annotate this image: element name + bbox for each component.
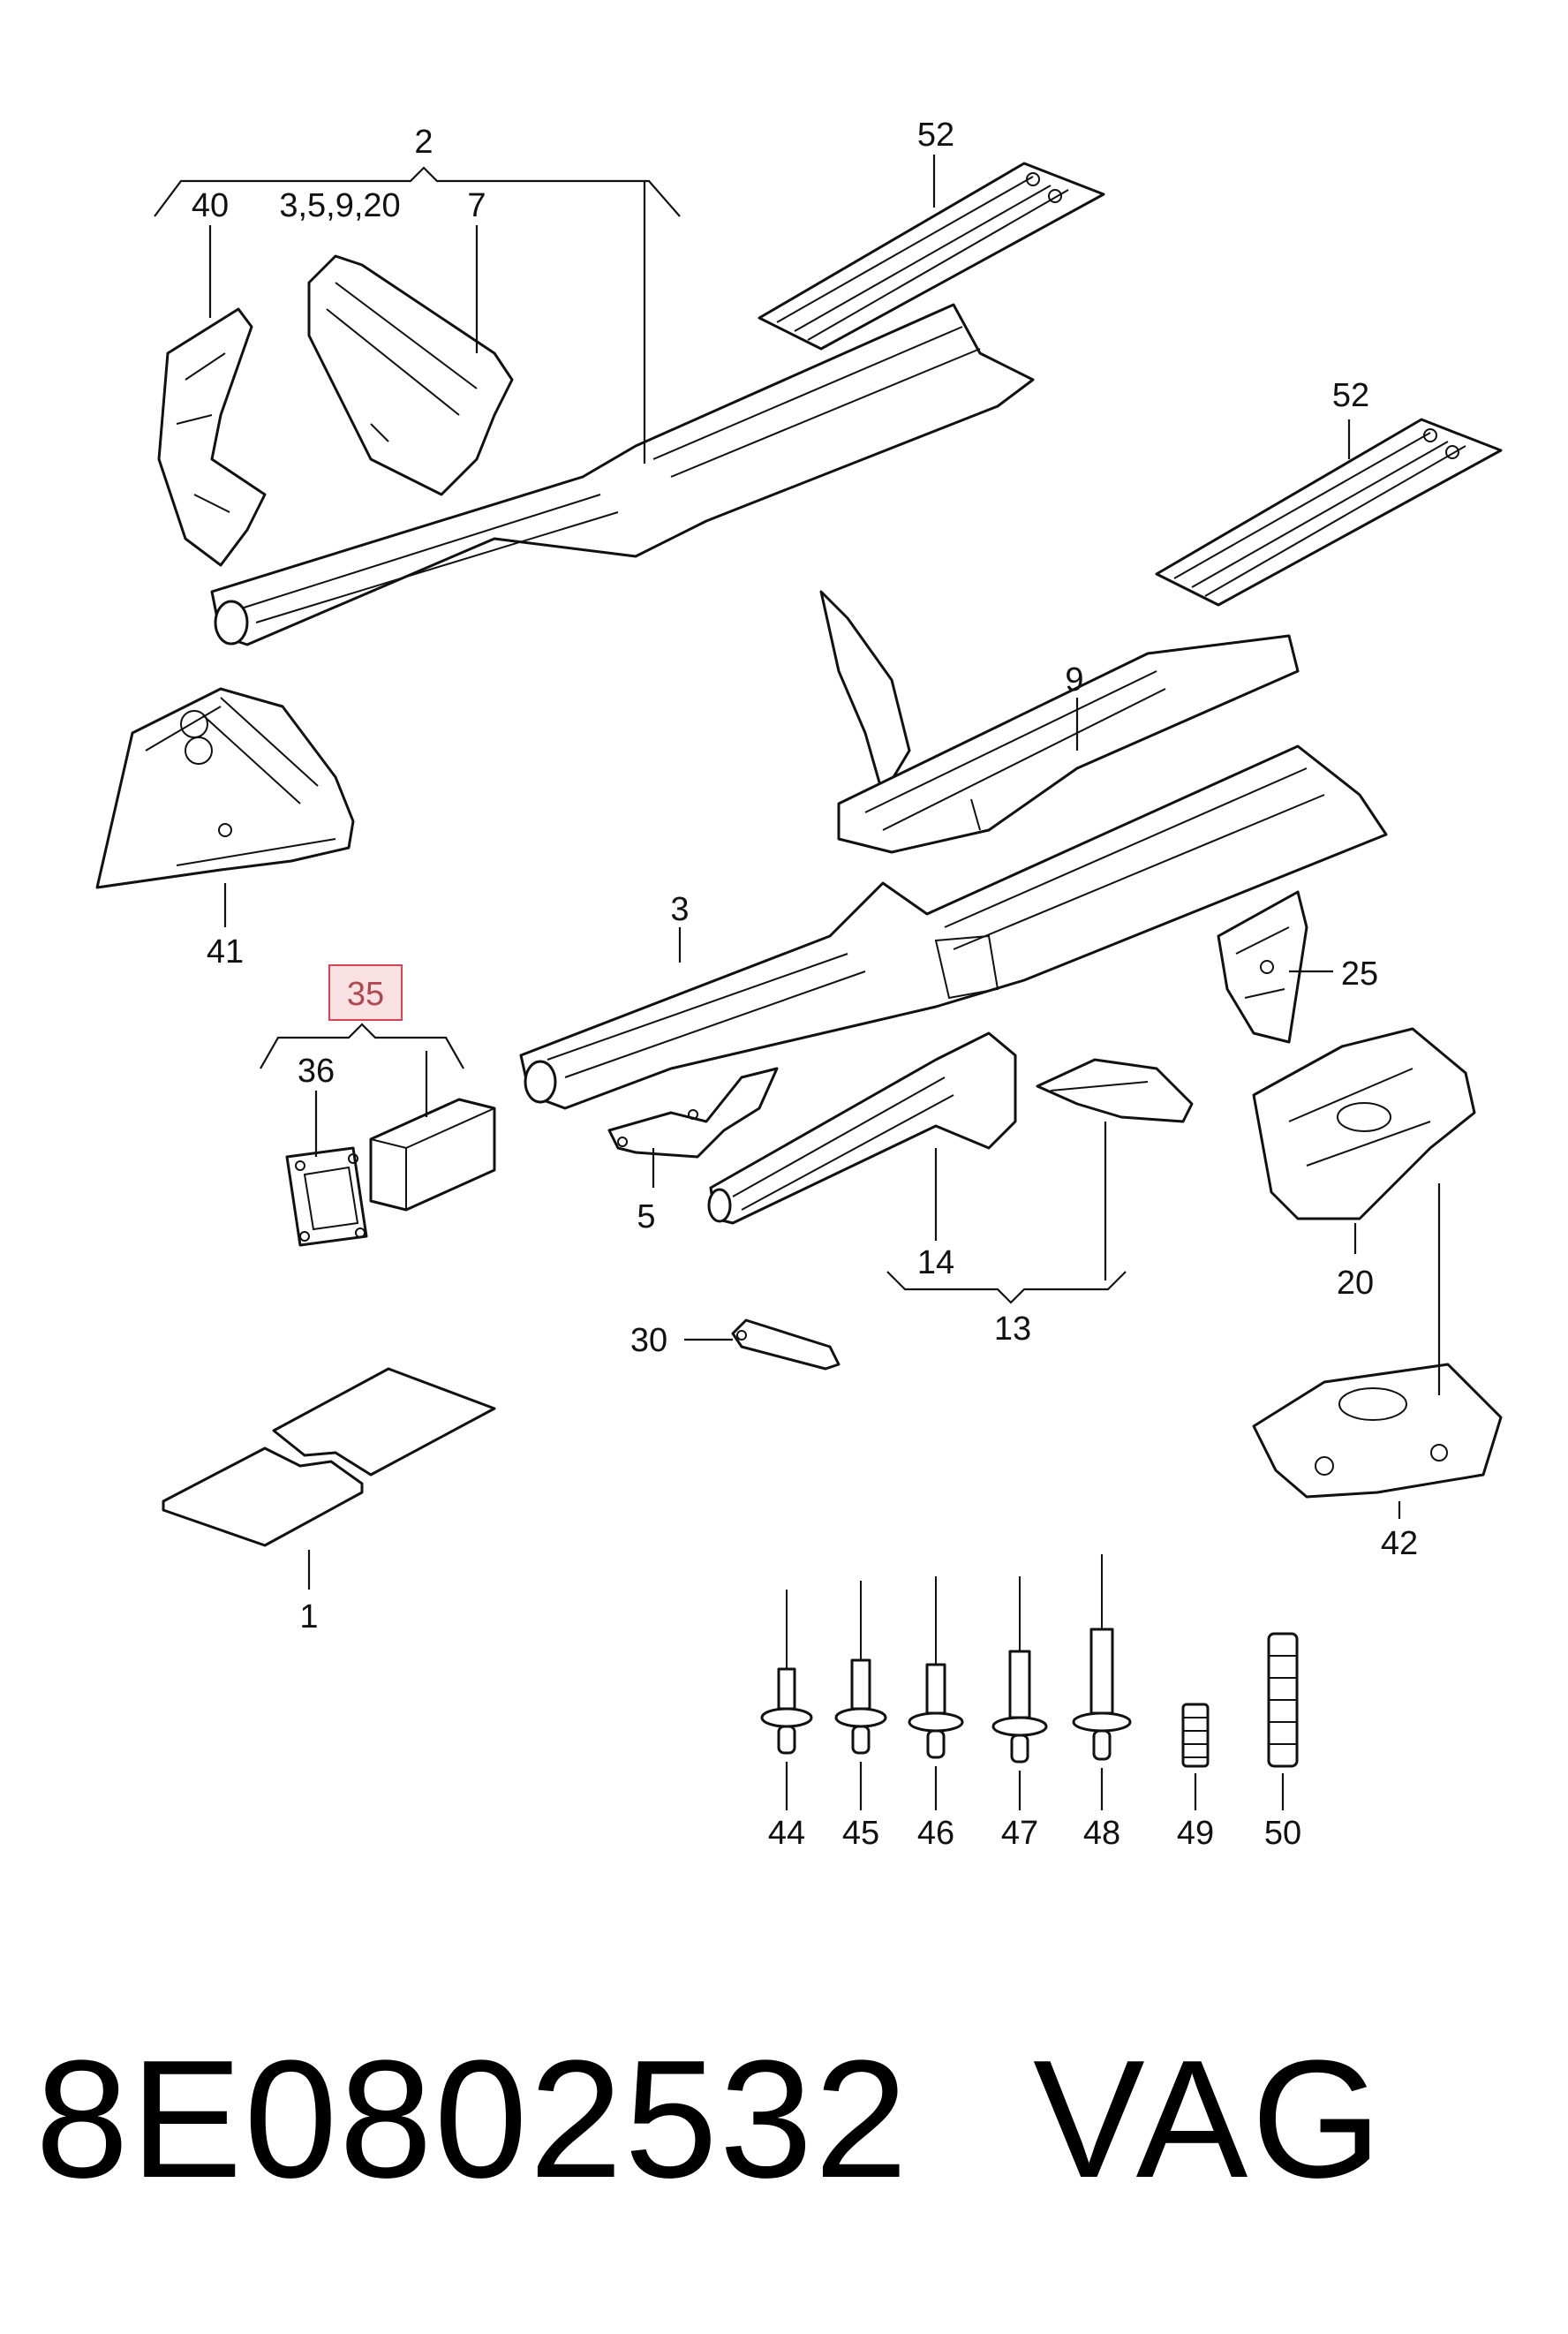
part-30-strap (731, 1318, 841, 1371)
callout-9: 9 (1065, 661, 1083, 699)
part-9-rail (819, 590, 1300, 854)
callout-20: 20 (1337, 1265, 1374, 1302)
rivet-45 (834, 1581, 887, 1755)
part-1-mats (162, 1367, 496, 1547)
rivet-46 (908, 1576, 964, 1759)
part-5-bracket (607, 1067, 779, 1159)
callout-47: 47 (1001, 1815, 1038, 1852)
brand-name: VAG (1033, 2026, 1386, 2213)
callout-36: 36 (298, 1053, 335, 1090)
part-35-box (369, 1098, 496, 1212)
part-number: 8E0802532 (35, 2026, 910, 2213)
stud-50 (1267, 1632, 1299, 1768)
callouts: 2 40 3,5,9,20 7 52 52 9 3 25 41 35 36 5 … (192, 117, 1418, 1852)
callout-30: 30 (630, 1322, 667, 1359)
part-13-bracket (1036, 1058, 1194, 1123)
callout-52-lower: 52 (1332, 377, 1369, 414)
callout-49: 49 (1177, 1815, 1214, 1852)
callout-52-upper: 52 (917, 117, 954, 154)
part-25-bracket (1217, 890, 1308, 1044)
part-36-gasket (285, 1146, 368, 1247)
part-14-rail (707, 1031, 1017, 1225)
part-20-bracket (1252, 1027, 1476, 1220)
rivet-44 (760, 1590, 813, 1755)
callout-13: 13 (994, 1311, 1031, 1348)
callout-48: 48 (1083, 1815, 1120, 1852)
callout-2: 2 (414, 124, 433, 161)
rivet-47 (991, 1576, 1048, 1764)
callout-3: 3 (670, 891, 689, 928)
callout-25: 25 (1341, 956, 1378, 993)
stud-49 (1181, 1703, 1210, 1768)
part-info: 8E0802532 VAG (35, 2031, 1536, 2208)
callout-14: 14 (917, 1244, 954, 1281)
callout-40: 40 (192, 187, 229, 224)
part-52-upper-panel (758, 162, 1105, 351)
part-2-sill-assembly (157, 254, 1035, 646)
callout-44: 44 (768, 1815, 805, 1852)
part-41-wheel-arch (95, 687, 355, 889)
callout-35-highlight (328, 964, 403, 1021)
callout-1: 1 (299, 1598, 318, 1635)
callout-45: 45 (842, 1815, 879, 1852)
part-3-longitudinal (519, 744, 1388, 1110)
callout-42: 42 (1381, 1525, 1418, 1562)
callout-50: 50 (1264, 1815, 1301, 1852)
leader-lines (154, 155, 1441, 1810)
callout-2-sub: 3,5,9,20 (279, 187, 400, 224)
part-42-plate (1252, 1363, 1503, 1499)
callout-35: 35 (347, 976, 384, 1013)
callout-46: 46 (917, 1815, 954, 1852)
part-52-lower-panel (1155, 418, 1503, 607)
rivet-48 (1072, 1554, 1132, 1761)
callout-7: 7 (467, 187, 486, 224)
callout-5: 5 (637, 1198, 655, 1235)
callout-41: 41 (207, 933, 244, 971)
